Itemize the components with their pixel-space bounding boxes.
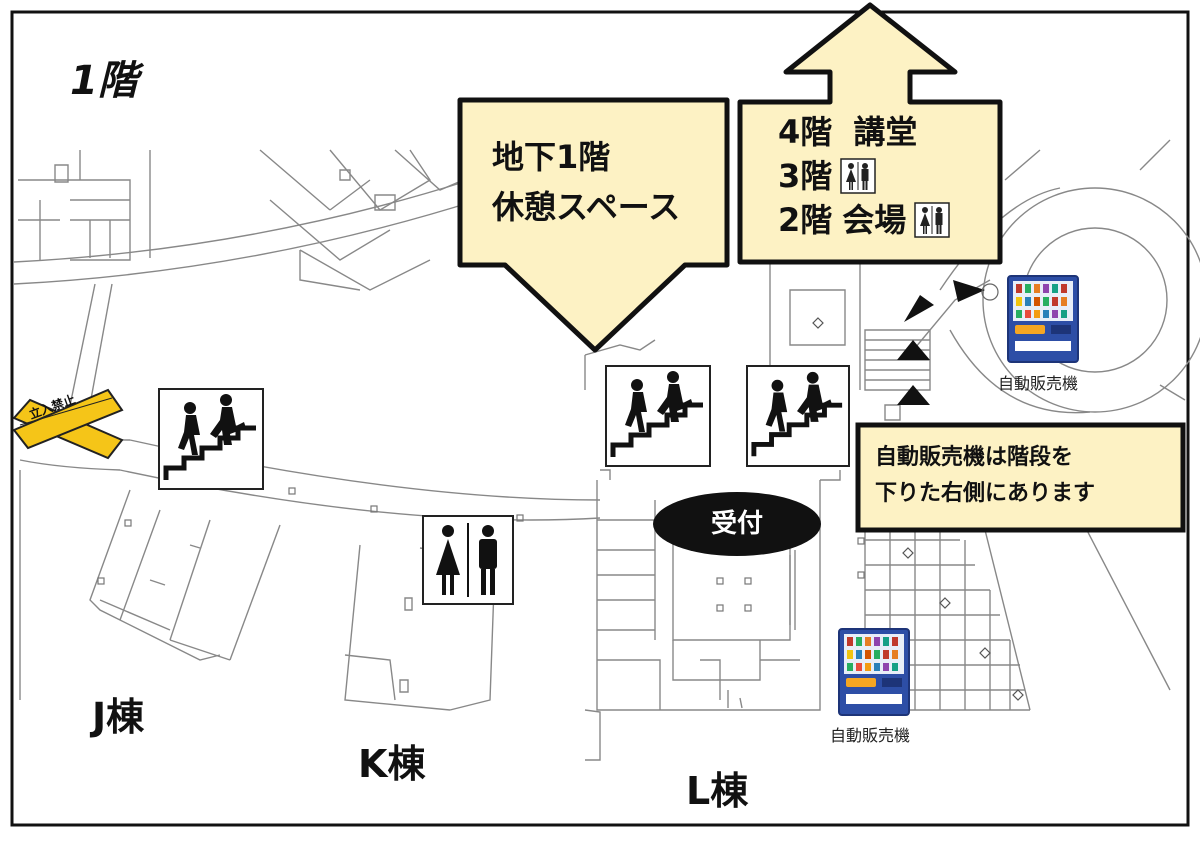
- auditorium-label: 講堂: [853, 113, 918, 151]
- arrow-marker-icon: [897, 340, 930, 360]
- arrow-marker-icon: [897, 385, 930, 405]
- venue-label: 会場: [842, 201, 907, 239]
- vending-note-line1: 自動販売機は階段を: [875, 445, 1074, 470]
- up-sign-line2: 3階: [778, 154, 950, 198]
- stairs-icon: [158, 388, 264, 490]
- down-sign-line2: 休憩スペース: [492, 188, 681, 226]
- reception-label: 受付: [653, 492, 821, 556]
- column-squares: [97, 487, 865, 612]
- arrow-marker-icon: [904, 295, 934, 322]
- wall-lines: [13, 139, 1200, 761]
- restroom-icon: [840, 158, 877, 194]
- vending-caption-right: 自動販売機: [998, 374, 1079, 393]
- no-entry-tape-icon: [12, 388, 124, 460]
- up-arrow-sign: [737, 2, 1003, 265]
- floor-4-label: 4階: [778, 113, 833, 151]
- building-k-label: K棟: [358, 742, 426, 786]
- arrow-marker-icon: [953, 280, 985, 302]
- arrow-marker-icons: [897, 280, 985, 405]
- building-j-label: J棟: [92, 695, 145, 739]
- down-arrow-sign: [457, 97, 730, 353]
- vending-note-box: [855, 422, 1186, 533]
- floor-3-label: 3階: [778, 157, 833, 195]
- vending-note-line2: 下りた右側にあります: [875, 481, 1096, 506]
- floor-markers: [812, 317, 1024, 701]
- down-sign-line1: 地下1階: [492, 138, 611, 176]
- map-frame: [10, 10, 1190, 827]
- building-l-label: L棟: [686, 769, 749, 813]
- vending-machine-icon: [838, 628, 910, 716]
- floor-title: 1階: [70, 58, 138, 104]
- up-sign-line3: 2階 会場: [778, 198, 951, 242]
- vending-machine-icon: [1007, 275, 1079, 363]
- stairs-icon: [605, 365, 711, 467]
- vending-caption-bottom: 自動販売機: [830, 726, 911, 745]
- down-sign-text: 地下1階 休憩スペース: [492, 132, 680, 232]
- restroom-icon: [914, 202, 951, 238]
- restroom-icon: [422, 515, 514, 605]
- up-sign-line1: 4階 講堂: [778, 110, 950, 154]
- up-sign-text: 4階 講堂 3階 2階 会場: [778, 110, 951, 242]
- stairs-icon: [746, 365, 850, 467]
- vending-note-text: 自動販売機は階段を 下りた右側にあります: [875, 440, 1095, 512]
- floor-2-label: 2階: [778, 201, 833, 239]
